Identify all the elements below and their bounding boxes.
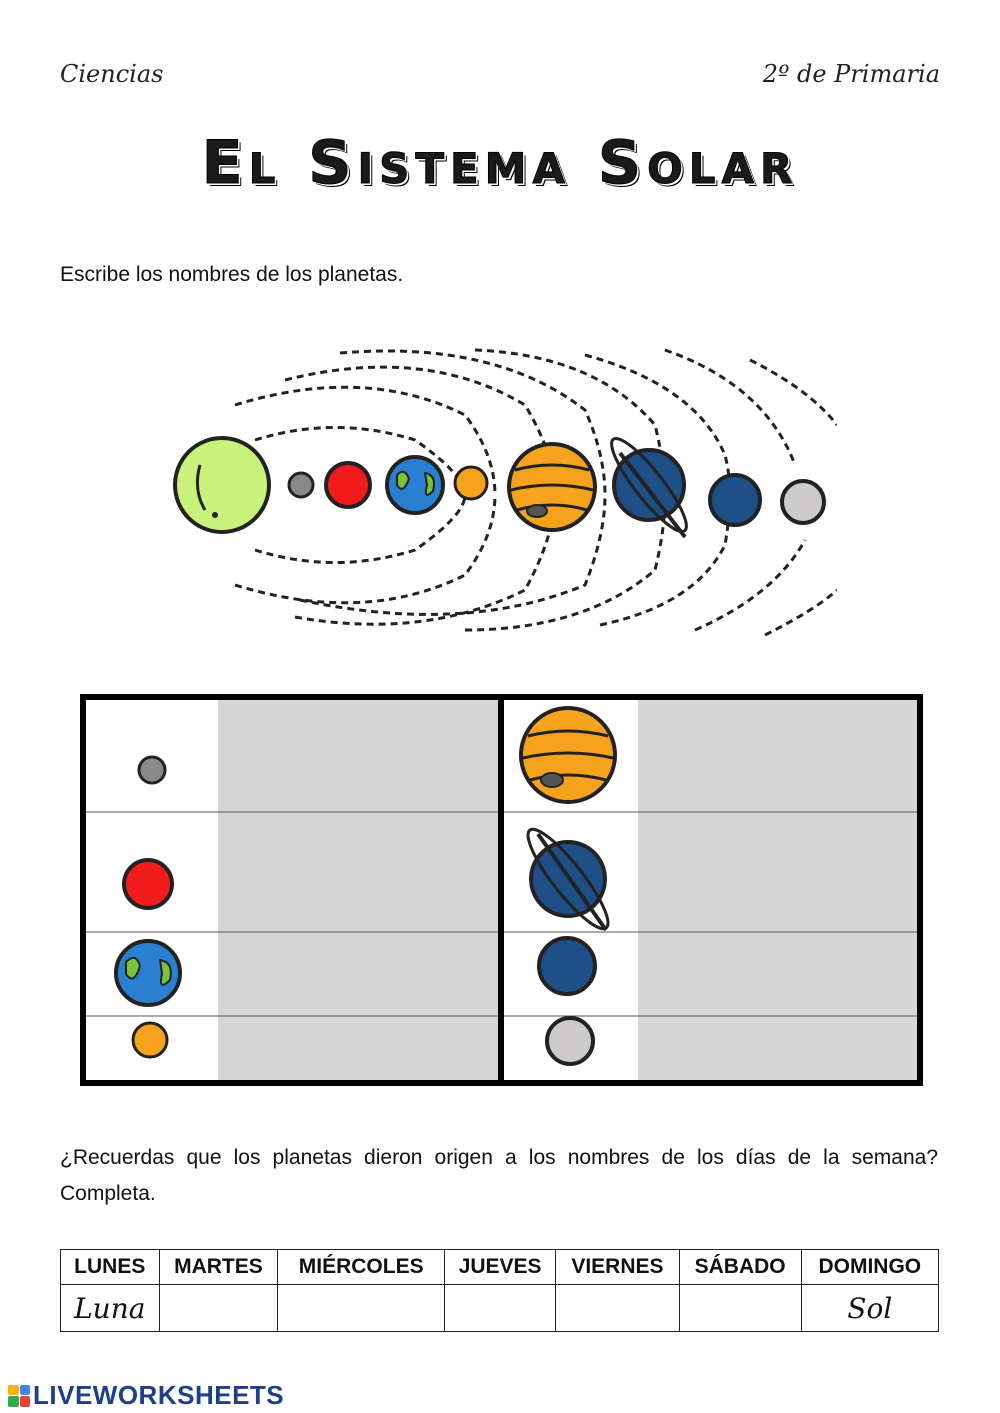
liveworksheets-logo-icon [8,1384,30,1407]
answer-box-saturn[interactable] [638,812,918,932]
day-header-jueves: JUEVES [444,1249,557,1285]
uranus-icon [537,936,597,996]
answer-box-mercury[interactable] [218,700,498,812]
day-header-domingo: DOMINGO [800,1249,940,1285]
answer-box-neptune[interactable] [638,1016,918,1080]
day-answer-lunes: Luna [60,1284,160,1332]
day-header-sabado: SÁBADO [678,1249,802,1285]
days-question: ¿Recuerdas que los planetas dieron orige… [60,1146,938,1205]
solar-system-illustration [173,348,837,637]
subject-label: Ciencias [60,60,164,88]
mars-icon [453,465,489,501]
brand-name: LIVEWORKSHEETS [33,1380,285,1410]
day-header-viernes: VIERNES [555,1249,680,1285]
mercury-icon [287,471,315,499]
day-answer-domingo: Sol [800,1284,940,1332]
venus-icon [324,461,372,509]
mars-icon [131,1021,169,1059]
day-header-lunes: LUNES [60,1249,160,1285]
answer-box-earth[interactable] [218,932,498,1016]
answer-box-uranus[interactable] [638,932,918,1016]
grade-label: 2º de Primaria [762,60,940,88]
day-header-martes: MARTES [158,1249,279,1285]
planet-names-grid [80,694,923,1086]
neptune-icon [545,1016,595,1066]
day-header-miercoles: MIÉRCOLES [277,1249,446,1285]
day-answer-martes[interactable] [158,1284,279,1332]
earth-icon [385,455,445,515]
mercury-icon [137,755,167,785]
jupiter-icon [519,706,617,804]
sun-icon [173,436,271,534]
day-answer-sabado[interactable] [678,1284,802,1332]
answer-box-mars[interactable] [218,1016,498,1080]
venus-icon [122,858,174,910]
answer-box-jupiter[interactable] [638,700,918,812]
page-title: El Sistema Solar [201,128,799,199]
earth-icon [114,939,182,1007]
saturn-icon [610,436,688,539]
uranus-icon [708,473,762,527]
jupiter-icon [507,442,597,532]
saturn-icon [526,827,610,932]
day-answer-jueves[interactable] [444,1284,557,1332]
day-answer-viernes[interactable] [555,1284,680,1332]
answer-box-venus[interactable] [218,812,498,932]
brand-logo: LIVEWORKSHEETS [8,1380,284,1411]
instruction-text: Escribe los nombres de los planetas. [60,263,404,286]
days-of-week-table: LUNES MARTES MIÉRCOLES JUEVES VIERNES SÁ… [60,1249,940,1332]
neptune-icon [780,479,826,525]
day-answer-miercoles[interactable] [277,1284,446,1332]
